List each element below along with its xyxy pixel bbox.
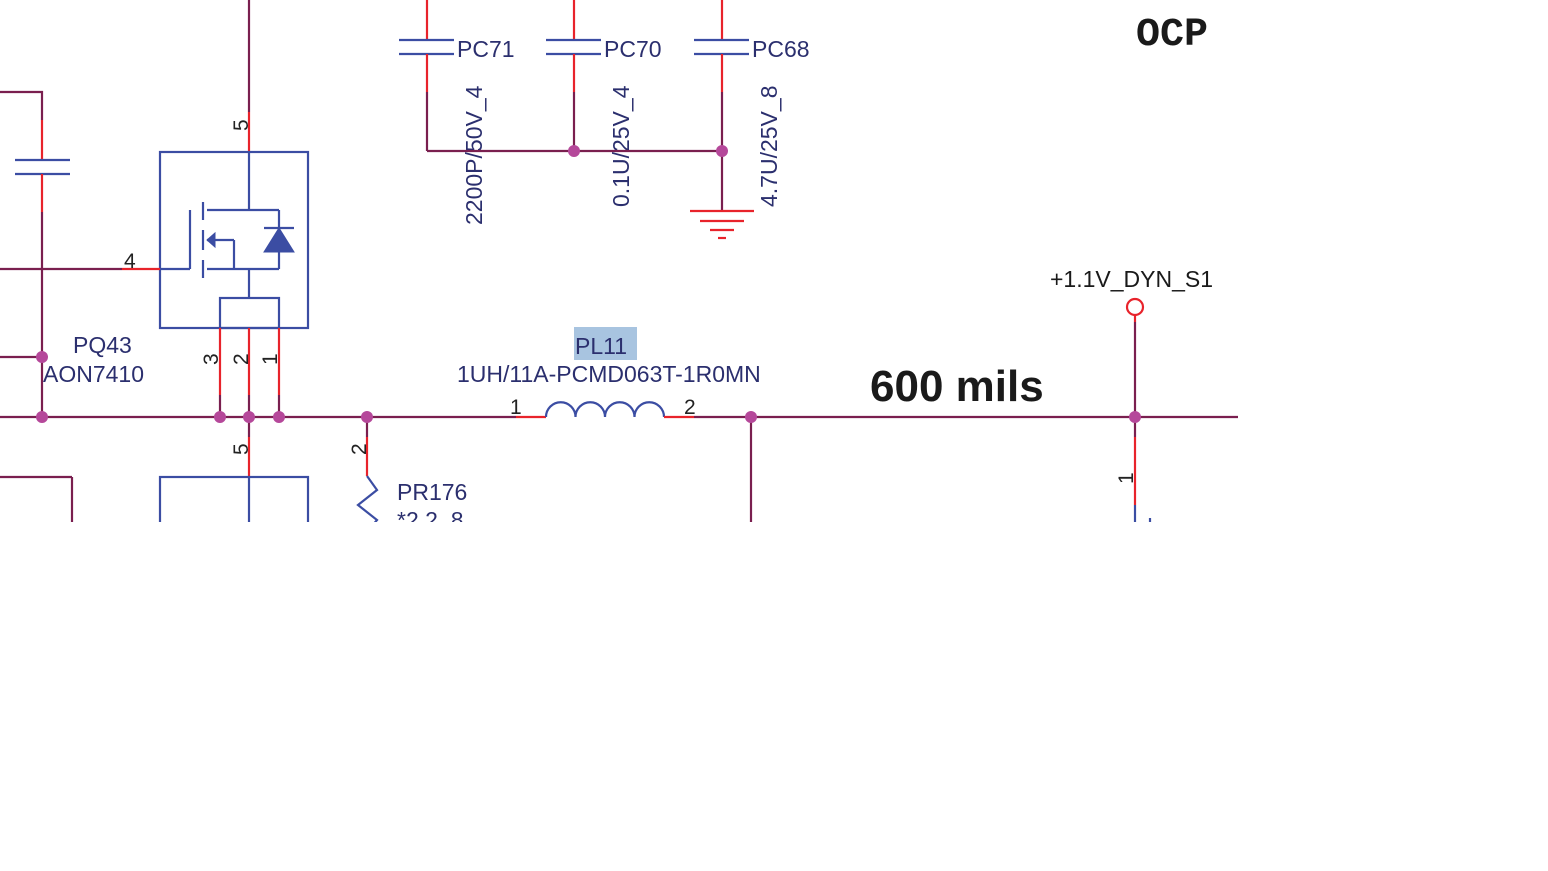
pl11-highlight [574, 327, 637, 360]
pc71-ref: PC71 [457, 36, 515, 62]
pq43-pin-s1: 1 [259, 353, 282, 365]
lower-mosfet-body[interactable] [158, 475, 310, 537]
ground-icon [690, 209, 754, 240]
inductor-pl11[interactable] [544, 401, 694, 419]
pq43-ref: PQ43 [73, 332, 132, 358]
junction-dots [36, 145, 1141, 423]
left-capacitor [0, 90, 70, 417]
pq43-part: AON7410 [43, 361, 144, 387]
net-label: +1.1V_DYN_S1 [1050, 266, 1213, 292]
pq43-pin-s3: 3 [200, 353, 223, 365]
trace-width-note: 600 mils [870, 362, 1044, 411]
resistor-pr176[interactable] [356, 417, 379, 532]
pr176-ref: PR176 [397, 479, 467, 505]
mosfet-pq43[interactable] [0, 0, 310, 417]
pr176-value: *2.2_8 [397, 507, 464, 533]
capacitor-pc71[interactable]: PC71 2200P/50V_4 [399, 0, 515, 225]
section-title: OCP [1136, 13, 1208, 58]
pc68-value: 4.7U/25V_8 [756, 86, 782, 207]
pl11-value: 1UH/11A-PCMD063T-1R0MN [457, 361, 761, 387]
lower-mosfet-pin5: 5 [230, 443, 253, 455]
bottom-right-pin1: 1 [1115, 472, 1138, 484]
pc70-value: 0.1U/25V_4 [608, 85, 634, 207]
pq43-pin-drain-top: 5 [230, 119, 253, 131]
pc70-ref: PC70 [604, 36, 662, 62]
pq43-pin-gate: 4 [124, 250, 136, 273]
capacitor-pc68[interactable]: PC68 4.7U/25V_8 [694, 0, 810, 210]
pr176-pin2: 2 [348, 443, 371, 455]
pl11-ref: PL11 [575, 333, 627, 359]
pc68-ref: PC68 [752, 36, 810, 62]
capacitor-pc70[interactable]: PC70 0.1U/25V_4 [546, 0, 662, 207]
pl11-pin1: 1 [510, 396, 522, 419]
pq43-pin-s2: 2 [230, 353, 253, 365]
net-port-1v1[interactable] [1125, 297, 1145, 417]
pl11-pin2: 2 [684, 396, 696, 419]
pc71-value: 2200P/50V_4 [461, 85, 487, 225]
